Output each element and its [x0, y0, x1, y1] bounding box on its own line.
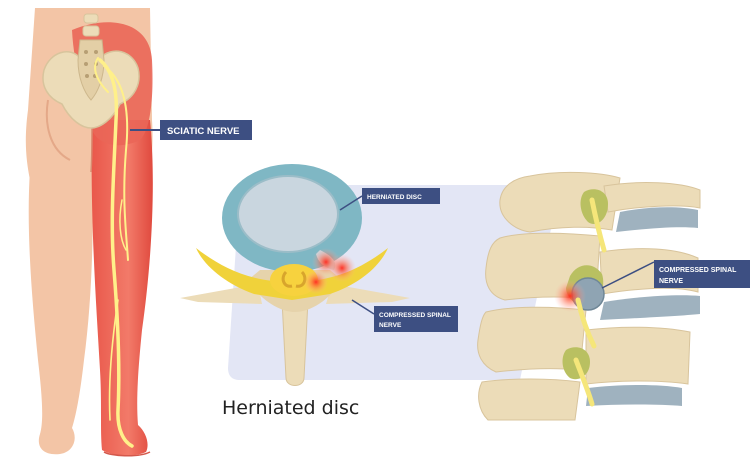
right-leg-inflamed: [92, 120, 153, 456]
compressed-nerve-label-1-line1: COMPRESSED SPINAL: [379, 312, 451, 319]
pain-spot: [328, 254, 356, 282]
sciatic-nerve-label-text: SCIATIC NERVE: [167, 126, 240, 137]
compressed-nerve-label-2-line2: NERVE: [659, 278, 683, 285]
caption-herniated-disc: Herniated disc: [222, 397, 359, 419]
body-figure: [26, 8, 153, 456]
spine-side-view: [478, 172, 700, 420]
compressed-nerve-label-1-line2: NERVE: [379, 322, 402, 329]
compressed-nerve-label-2-line1: COMPRESSED SPINAL: [659, 267, 737, 274]
left-leg: [29, 170, 93, 454]
pain-spot: [304, 270, 328, 294]
herniated-disc-label-text: HERNIATED DISC: [367, 194, 422, 201]
